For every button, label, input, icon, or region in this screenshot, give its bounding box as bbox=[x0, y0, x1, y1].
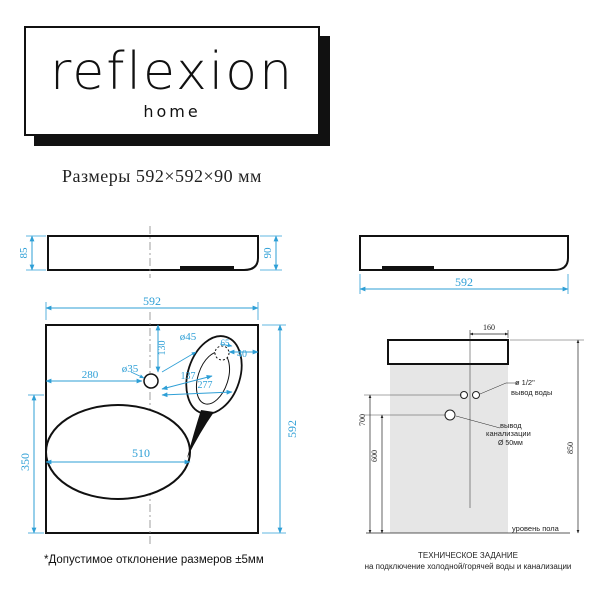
installation-view bbox=[364, 330, 584, 534]
dim-277: 277 bbox=[198, 380, 213, 391]
dim-280: 280 bbox=[82, 369, 99, 381]
brand-sub: home bbox=[143, 102, 201, 121]
dim-350: 350 bbox=[18, 453, 32, 471]
label-water-outlet: вывод воды bbox=[511, 388, 552, 397]
dim-160: 160 bbox=[483, 323, 495, 332]
tech-spec-caption: ТЕХНИЧЕСКОЕ ЗАДАНИЕ на подключение холод… bbox=[350, 550, 586, 572]
brand-name: reflexion bbox=[49, 42, 295, 102]
label-sewer-1: вывод bbox=[500, 421, 522, 430]
dim-90: 90 bbox=[262, 247, 274, 259]
dim-45: ø45 bbox=[180, 331, 197, 343]
tech-spec-title: ТЕХНИЧЕСКОЕ ЗАДАНИЕ bbox=[418, 551, 518, 560]
dim-592-side: 592 bbox=[455, 275, 473, 289]
plan-view bbox=[28, 302, 286, 545]
brand-logo: reflexion home bbox=[24, 26, 320, 136]
dimensions-title: Размеры 592×592×90 мм bbox=[62, 166, 262, 186]
dim-600: 600 bbox=[370, 450, 379, 462]
dim-850: 850 bbox=[566, 442, 575, 454]
label-floor: уровень пола bbox=[512, 524, 560, 533]
side-view-left bbox=[26, 226, 282, 278]
dim-65: 65 bbox=[221, 338, 231, 348]
dim-130: 130 bbox=[157, 341, 168, 356]
tolerance-note: *Допустимое отклонение размеров ±5мм bbox=[44, 554, 264, 566]
side-view-right bbox=[359, 235, 569, 294]
label-sewer-3: Ø 50мм bbox=[498, 440, 523, 447]
dim-700: 700 bbox=[358, 414, 367, 426]
dim-35: ø35 bbox=[122, 363, 139, 375]
dim-592-top: 592 bbox=[143, 294, 161, 308]
dim-510: 510 bbox=[132, 446, 150, 460]
label-water-pipe: ø 1/2" bbox=[515, 378, 535, 387]
dim-85: 85 bbox=[18, 247, 30, 259]
dim-137: 137 bbox=[181, 371, 196, 382]
label-sewer-2: канализации bbox=[486, 429, 531, 438]
dim-592-height: 592 bbox=[285, 420, 299, 438]
dim-40: 40 bbox=[237, 349, 247, 360]
tech-spec-text: на подключение холодной/горячей воды и к… bbox=[364, 562, 572, 571]
